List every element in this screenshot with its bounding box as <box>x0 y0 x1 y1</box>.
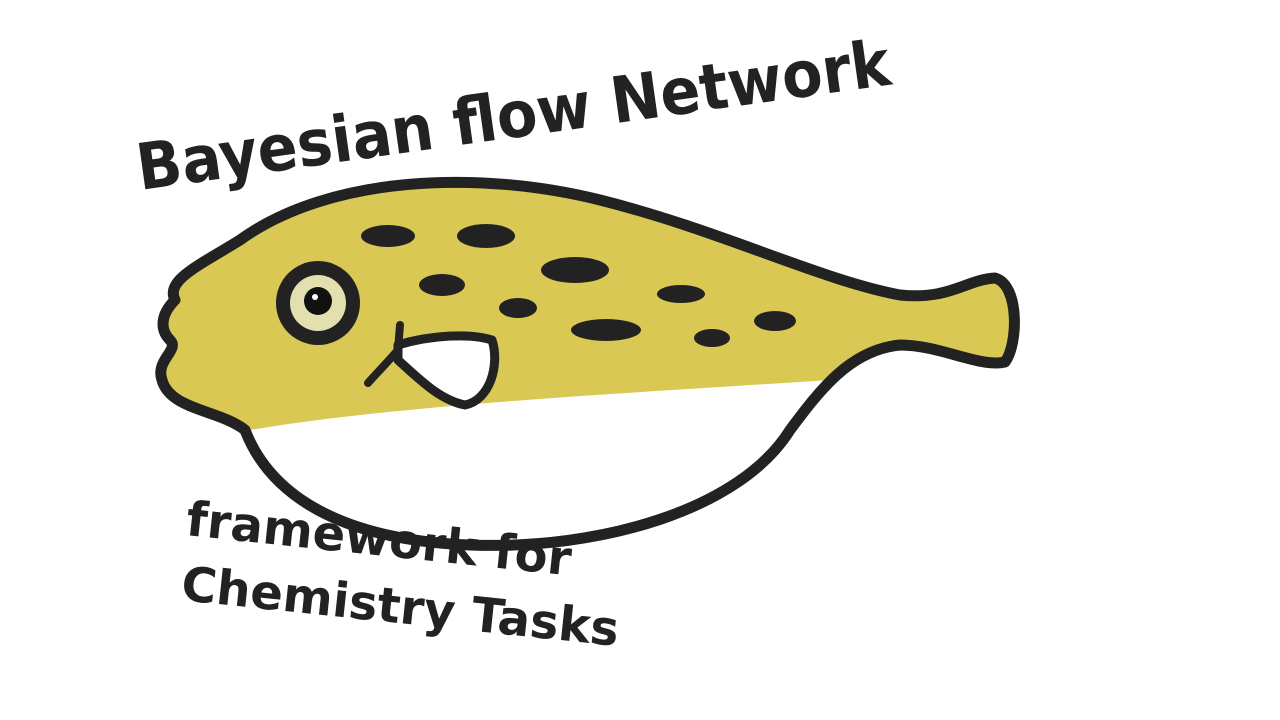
fish-mouth <box>364 321 500 410</box>
fish-eye-icon <box>276 261 360 345</box>
fish-outline <box>155 176 1020 551</box>
logo-title-part1: Bayesian flow Network <box>132 27 896 206</box>
fish-spots <box>361 224 796 347</box>
